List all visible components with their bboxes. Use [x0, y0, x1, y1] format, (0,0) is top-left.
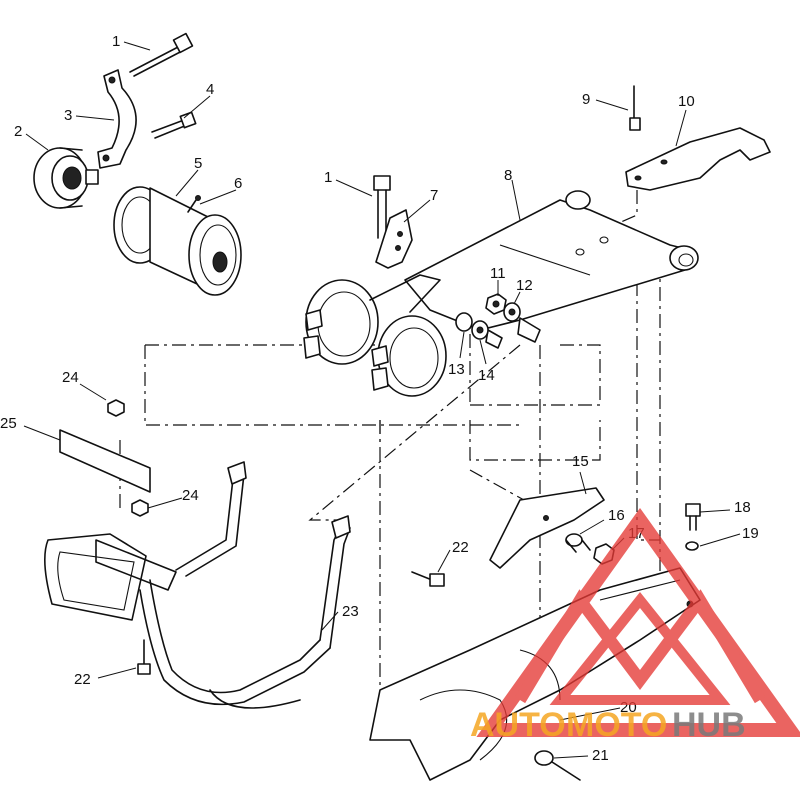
callout-numbers: 1 2 3 4 5 6 1 7 8 9 10 11 12 13 14 24 25…	[0, 33, 759, 764]
callout-6: 6	[234, 175, 242, 192]
part-bracket-10	[625, 127, 771, 191]
part-washer-12	[503, 302, 521, 322]
part-bar-25	[59, 429, 151, 493]
watermark-logo	[476, 507, 800, 737]
callout-22a: 22	[452, 539, 469, 556]
callout-21: 21	[592, 747, 609, 764]
part-clamp-rings	[303, 274, 447, 397]
part-bumper-23	[44, 461, 351, 709]
part-swing-arm	[404, 190, 699, 349]
callout-2: 2	[14, 123, 22, 140]
callout-10: 10	[678, 93, 695, 110]
callout-5: 5	[194, 155, 202, 172]
callout-9: 9	[582, 91, 590, 108]
part-bolt-22b	[137, 639, 151, 675]
watermark-hub-text: HUB	[672, 706, 746, 744]
part-bracket-7	[375, 209, 413, 269]
callout-19: 19	[742, 525, 759, 542]
watermark-auto-text: AUTO	[470, 706, 566, 744]
part-drive-pulley	[33, 147, 99, 209]
callout-4: 4	[206, 81, 214, 98]
callout-12: 12	[516, 277, 533, 294]
part-nut-24b	[131, 499, 149, 517]
callout-14: 14	[478, 367, 495, 384]
callout-24b: 24	[182, 487, 199, 504]
part-washer-13	[455, 312, 473, 332]
part-bolt-9	[629, 85, 641, 131]
callout-18: 18	[734, 499, 751, 516]
part-clamp-bracket	[97, 69, 137, 169]
part-bolt-middle	[373, 175, 391, 239]
callout-11: 11	[490, 265, 506, 282]
callout-13: 13	[448, 361, 465, 378]
callout-3: 3	[64, 107, 72, 124]
part-spacer-16	[565, 533, 591, 553]
callout-22b: 22	[74, 671, 91, 688]
watermark-text: AUTO MOTO HUB	[470, 706, 746, 744]
part-bracket-15	[489, 487, 605, 569]
callout-24a: 24	[62, 369, 79, 386]
leader-lines	[23, 41, 741, 759]
part-nut-24a	[107, 399, 125, 417]
callout-16: 16	[608, 507, 625, 524]
part-bolt-21	[534, 750, 581, 781]
part-pin-6	[187, 195, 201, 213]
part-nut-11	[485, 293, 507, 315]
part-bolt-top	[129, 32, 194, 77]
part-bolt-4	[151, 111, 197, 139]
callout-25: 25	[0, 415, 17, 432]
callout-1a: 1	[112, 33, 120, 50]
callout-1b: 1	[324, 169, 332, 186]
part-bolt-22a	[411, 571, 445, 587]
callout-15: 15	[572, 453, 589, 470]
callout-8: 8	[504, 167, 512, 184]
watermark-moto-text: MOTO	[566, 706, 667, 744]
part-bushing-14	[471, 320, 489, 340]
callout-7: 7	[430, 187, 438, 204]
callout-23: 23	[342, 603, 359, 620]
part-drive-tube	[113, 186, 242, 296]
part-bolt-18	[685, 503, 701, 531]
part-washer-19	[685, 541, 699, 551]
